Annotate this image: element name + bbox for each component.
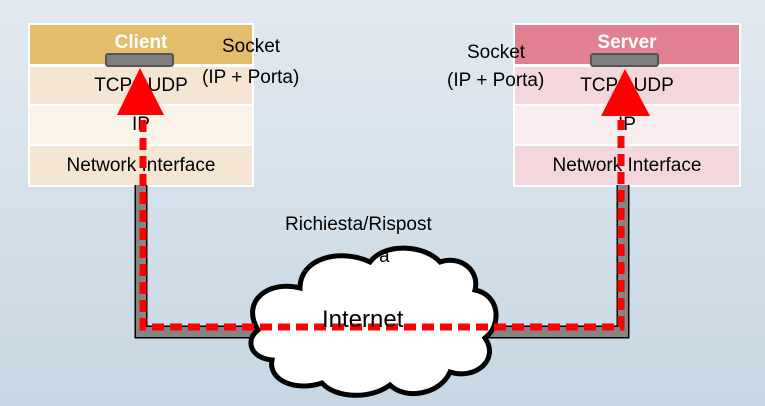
internet-cloud-icon [248,245,499,398]
client-socket-icon [105,53,174,67]
server-socket-icon [590,53,659,67]
client-socket-address-label: (IP + Porta) [202,67,300,88]
server-arrowhead-icon [601,69,650,116]
client-socket-label: Socket [222,36,281,57]
server-title: Server [597,32,657,53]
client-arrowhead-icon [117,68,164,115]
request-response-label-wrap: a [379,246,390,267]
server-socket-label: Socket [467,42,526,63]
server-layer-network-interface: Network Interface [515,146,739,185]
internet-label: Internet [322,306,404,333]
request-response-label: Richiesta/Rispost [285,214,432,235]
server-socket-address-label: (IP + Porta) [447,70,545,91]
client-title: Client [114,32,168,53]
